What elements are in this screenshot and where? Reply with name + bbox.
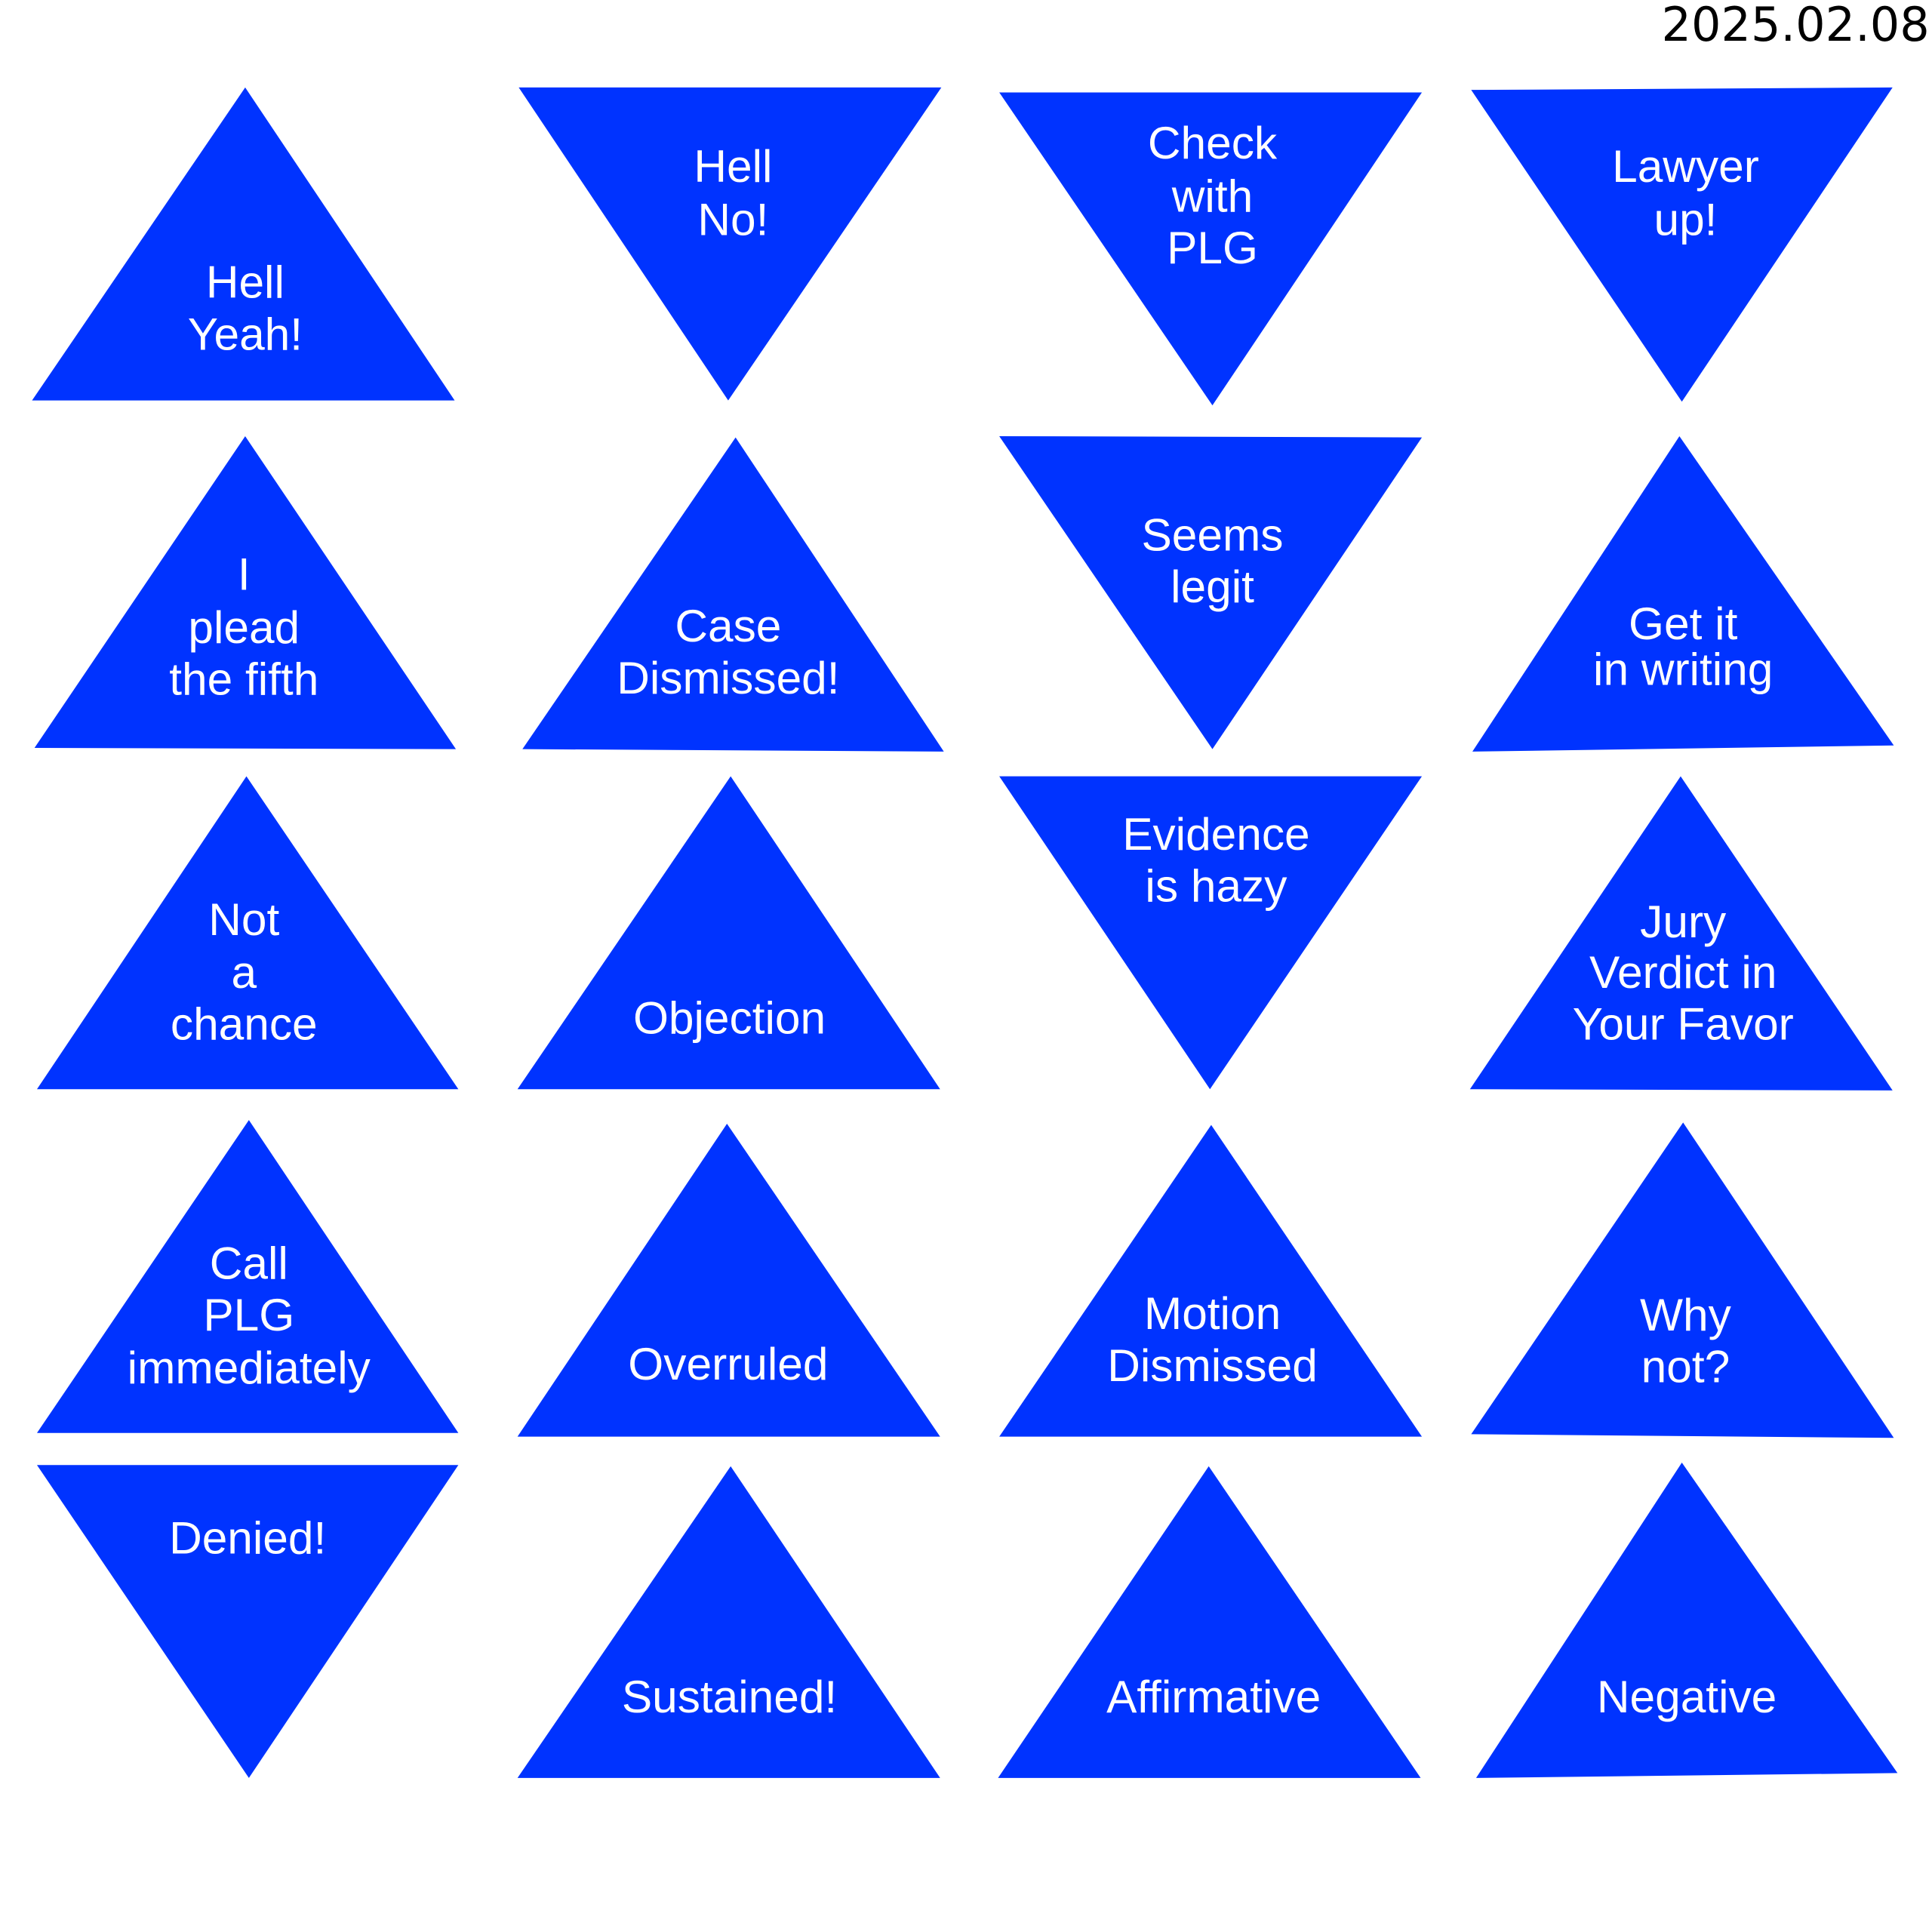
triangle-up-shape (1472, 435, 1894, 752)
card-label-line: Lawyer (1612, 140, 1759, 192)
triangle-up-shape (517, 776, 940, 1090)
card-label-line: chance (171, 998, 318, 1050)
card-label-line: with (1171, 170, 1253, 221)
card-label-line: Hell (694, 140, 772, 192)
card-label-line: PLG (1167, 222, 1258, 273)
card-label-line: immediately (128, 1342, 371, 1393)
triangle-card-17: Denied! (36, 1465, 459, 1778)
triangle-up-shape (32, 87, 455, 401)
card-label-line: Negative (1597, 1671, 1777, 1722)
triangle-card-8: Get itin writing (1472, 435, 1894, 752)
triangle-up-shape (36, 776, 459, 1090)
card-label-line: Dismissed (1107, 1340, 1318, 1391)
triangle-down-shape (36, 1465, 459, 1778)
triangle-down-shape (999, 92, 1423, 406)
card-label-line: Dismissed! (617, 652, 839, 703)
triangle-up-shape (517, 1466, 940, 1778)
triangle-down-shape (999, 435, 1423, 749)
card-label-line: Why (1640, 1289, 1732, 1340)
triangle-up-shape (522, 437, 944, 752)
card-label-line: Affirmative (1106, 1671, 1321, 1722)
card-label-line: Seems (1142, 509, 1284, 560)
card-label-line: Verdict in (1589, 946, 1777, 998)
card-label-line: PLG (203, 1289, 294, 1340)
card-label-line: Motion (1144, 1287, 1281, 1339)
card-label-line: Objection (633, 992, 826, 1043)
triangle-down-shape (999, 776, 1423, 1090)
triangle-up-shape (1471, 1122, 1894, 1438)
card-label-line: Not (208, 894, 279, 945)
triangle-down-shape (1471, 87, 1893, 402)
card-label-line: Jury (1640, 896, 1727, 947)
card-label-line: Check (1148, 117, 1278, 168)
triangle-up-shape (36, 1120, 459, 1433)
card-label-line: a (231, 946, 257, 998)
triangle-up-shape (517, 1123, 940, 1437)
triangle-card-10: Objection (517, 776, 940, 1090)
card-label-line: I (238, 549, 251, 600)
triangle-up-shape (34, 435, 457, 749)
triangle-down-shape (518, 87, 942, 401)
card-label-line: Evidence (1122, 808, 1309, 860)
card-label-line: the fifth (169, 653, 318, 704)
card-label-line: Hell (206, 257, 285, 308)
card-label-line: legit (1171, 561, 1254, 612)
card-label-line: not? (1641, 1340, 1730, 1392)
card-label-line: Yeah! (188, 308, 303, 359)
card-label-line: Sustained! (622, 1671, 837, 1722)
triangle-up-shape (1475, 1462, 1898, 1778)
card-label-line: Your Favor (1573, 998, 1794, 1050)
card-label-line: is hazy (1145, 860, 1287, 912)
card-label-line: Get it (1629, 598, 1738, 649)
date-label: 2025.02.08 (1662, 0, 1930, 52)
triangle-card-19: Affirmative (998, 1466, 1421, 1778)
card-label-line: plead (188, 601, 300, 653)
triangle-card-18: Sustained! (517, 1466, 940, 1778)
card-label-line: up! (1654, 193, 1717, 245)
card-label-line: Overruled (628, 1338, 828, 1389)
card-label-line: in writing (1593, 643, 1773, 694)
triangle-card-14: Overruled (517, 1123, 940, 1437)
card-label-line: Case (675, 600, 781, 651)
card-label-line: Denied! (169, 1512, 326, 1563)
card-label-line: No! (697, 193, 768, 245)
triangle-up-shape (1469, 776, 1893, 1091)
triangle-card-20: Negative (1475, 1462, 1898, 1778)
triangle-up-shape (999, 1124, 1423, 1437)
card-label-line: Call (210, 1237, 288, 1288)
triangle-up-shape (998, 1466, 1421, 1778)
